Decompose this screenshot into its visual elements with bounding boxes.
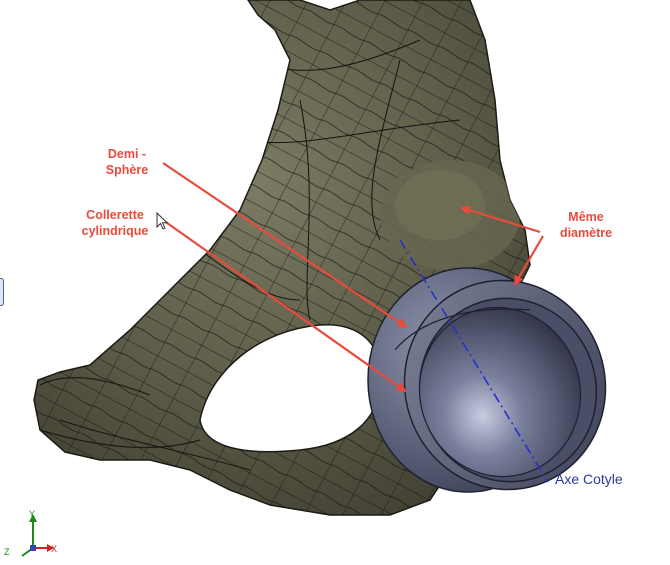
arrow-meme-diametre-cup [513, 235, 544, 286]
axis-cotyle-label[interactable]: Axe Cotyle [555, 471, 623, 487]
annotation-arrows [159, 162, 544, 393]
triad-x-label: X [51, 544, 58, 554]
annotation-collerette: Collerette cylindrique [66, 207, 164, 239]
arrow-meme-diametre-socket [460, 205, 541, 234]
coordinate-triad-icon [21, 514, 54, 557]
annotation-demi-sphere-line1: Demi - [107, 147, 147, 161]
triad-y-label: Y [29, 509, 36, 519]
triad-z-label: Z [4, 547, 10, 557]
annotation-collerette-line2: cylindrique [81, 224, 149, 238]
axis-cotyle-centerline [399, 239, 549, 483]
acetabular-cup-model [367, 267, 607, 493]
mouse-pointer-icon [156, 211, 169, 230]
collapsed-panel-handle[interactable] [0, 278, 4, 306]
annotation-meme-diametre-line2: diamètre [559, 226, 613, 240]
annotation-demi-sphere: Demi - Sphère [92, 146, 162, 178]
annotation-collerette-line1: Collerette [86, 208, 144, 222]
arrow-demi-sphere [162, 162, 408, 329]
arrow-collerette [159, 217, 407, 393]
annotation-demi-sphere-line2: Sphère [105, 163, 149, 177]
annotation-meme-diametre-line1: Même [568, 210, 604, 224]
annotation-meme-diametre: Même diamètre [548, 209, 624, 241]
